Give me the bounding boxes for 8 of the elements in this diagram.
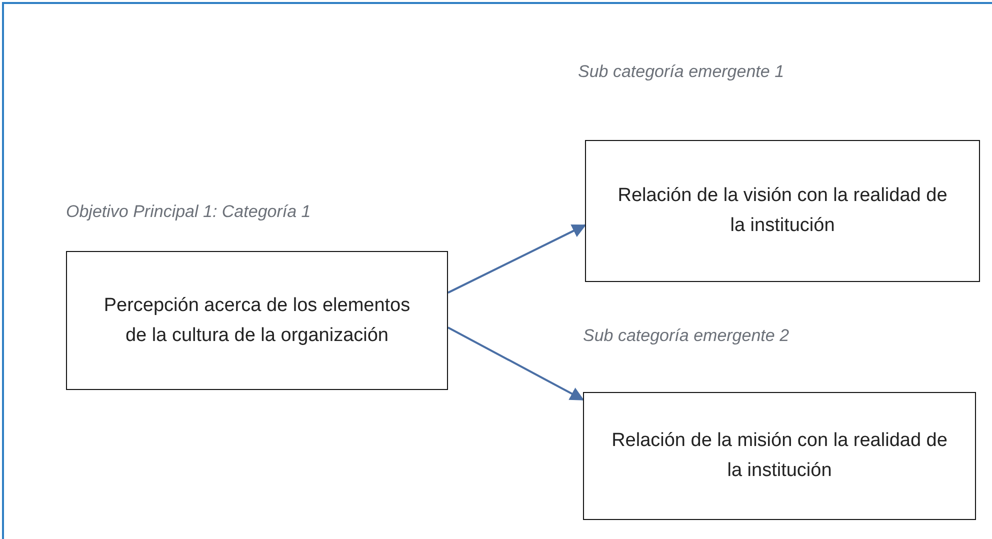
- box-text: Percepción acerca de los elementos de la cultura de la organización: [102, 294, 412, 348]
- category-heading: Objetivo Principal 1: Categoría 1: [66, 201, 311, 223]
- box-text: Relación de la visión con la realidad de la institución: [616, 184, 948, 238]
- category-heading: Sub categoría emergente 2: [583, 325, 790, 347]
- arrow: [448, 326, 584, 401]
- category-heading: Sub categoría emergente 1: [578, 61, 784, 83]
- arrow: [448, 224, 586, 294]
- box-text: Relación de la misión con la realidad de la institución: [610, 429, 948, 483]
